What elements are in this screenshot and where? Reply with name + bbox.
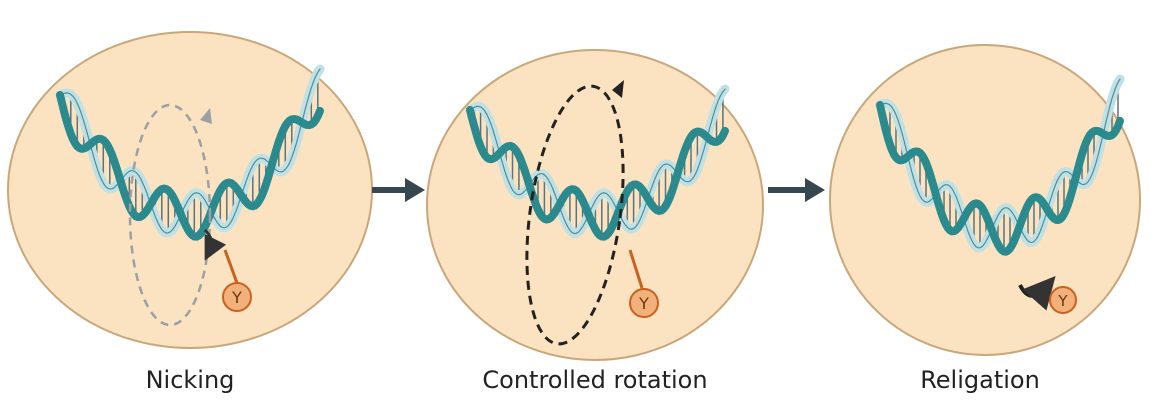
panel-nicking	[8, 32, 372, 348]
step-label-religation: Religation	[860, 360, 1100, 400]
tyrosine-label: Y	[1057, 292, 1068, 310]
step-label-nicking: Nicking	[65, 360, 315, 400]
step-arrow-2	[768, 178, 825, 202]
panel-controlled-rotation	[427, 50, 763, 360]
tyrosine-label: Y	[638, 294, 649, 313]
right-arrow-icon	[805, 178, 825, 202]
panel-religation	[830, 45, 1140, 355]
step-label-controlled-rotation: Controlled rotation	[450, 360, 740, 400]
right-arrow-icon	[405, 178, 425, 202]
cell-oval	[830, 45, 1140, 355]
tyrosine-label: Y	[231, 288, 242, 307]
step-arrow-1	[372, 178, 425, 202]
